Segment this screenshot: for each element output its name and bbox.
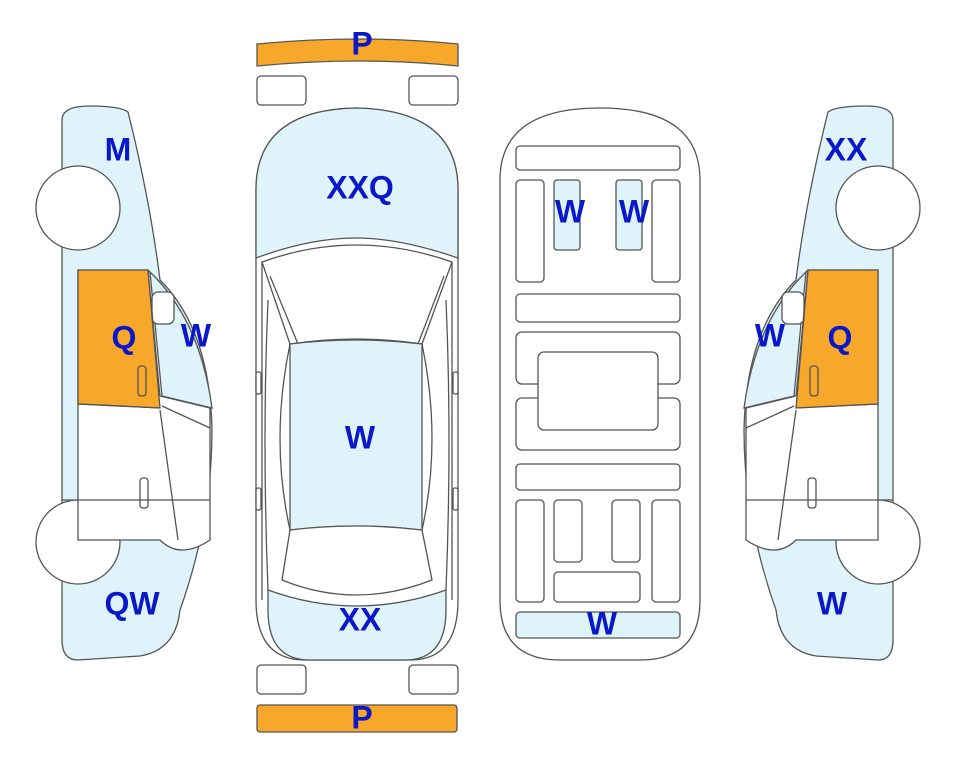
front-bumper-code: P: [351, 25, 372, 61]
right-rear-quarter-code: W: [817, 585, 848, 621]
taillight-right: [408, 664, 459, 695]
right-window-code: W: [755, 317, 786, 353]
underside-front-right-panel: [615, 179, 643, 251]
left-side-view: [35, 105, 213, 661]
underside-front-right-code: W: [619, 193, 650, 229]
right-front-door-code: Q: [828, 319, 853, 355]
rear-bumper-code: P: [351, 699, 372, 735]
right-side-view: [743, 105, 921, 661]
left-front-door-code: Q: [112, 319, 137, 355]
trunk-code: XX: [339, 601, 382, 637]
top-view-car: [255, 107, 459, 661]
underside-front-left-code: W: [555, 193, 586, 229]
left-rear-quarter-code: QW: [104, 585, 160, 621]
headlight-left: [256, 75, 307, 106]
left-front-wheel: [35, 165, 121, 251]
rear-bumper[interactable]: [256, 704, 458, 733]
taillight-left: [256, 664, 307, 695]
trunk-panel: [267, 589, 447, 661]
right-front-wheel: [835, 165, 921, 251]
left-front-fender-code: M: [105, 131, 132, 167]
hood-code: XXQ: [326, 169, 394, 205]
underside-view: [499, 107, 701, 661]
right-front-fender-code: XX: [825, 131, 868, 167]
front-bumper[interactable]: [256, 38, 459, 67]
headlight-right: [408, 75, 459, 106]
roof-code: W: [345, 419, 376, 455]
underside-rear-panel: [515, 611, 681, 639]
underside-rear-code: W: [587, 605, 618, 641]
hood-panel: [255, 107, 459, 259]
underside-front-left-panel: [553, 179, 581, 251]
left-window-code: W: [181, 317, 212, 353]
